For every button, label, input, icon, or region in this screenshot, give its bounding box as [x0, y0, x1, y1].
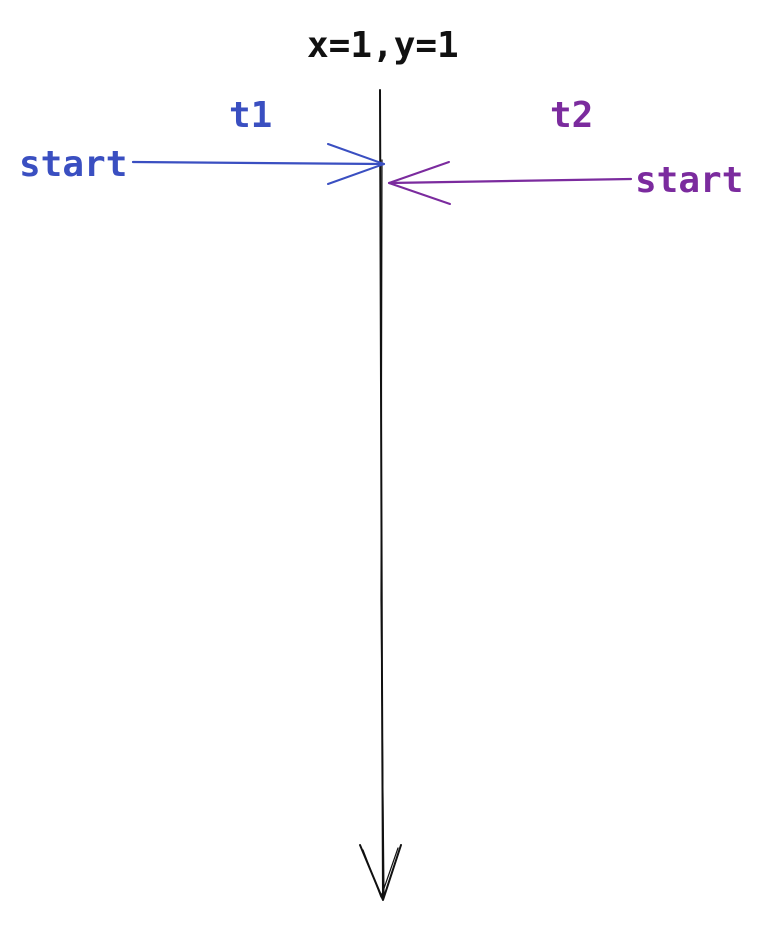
thread-t2-start-label: start	[635, 160, 744, 201]
t1-arrow-line	[131, 160, 386, 166]
thread-t1-label: t1	[229, 95, 273, 136]
timeline-arrowhead	[359, 844, 402, 901]
timeline-arrow	[359, 89, 402, 901]
timeline-line-sketch	[380, 159, 385, 896]
t2-arrow-line	[387, 177, 633, 185]
t1-arrow	[131, 143, 386, 185]
t2-arrowhead	[388, 161, 451, 205]
t1-arrowhead	[327, 143, 385, 185]
header-label: x=1,y=1	[307, 25, 459, 66]
thread-t2-label: t2	[550, 95, 594, 136]
t2-arrow	[387, 161, 633, 205]
thread-t1-start-label: start	[19, 144, 128, 185]
timeline-arrowhead-sketch	[362, 847, 399, 898]
